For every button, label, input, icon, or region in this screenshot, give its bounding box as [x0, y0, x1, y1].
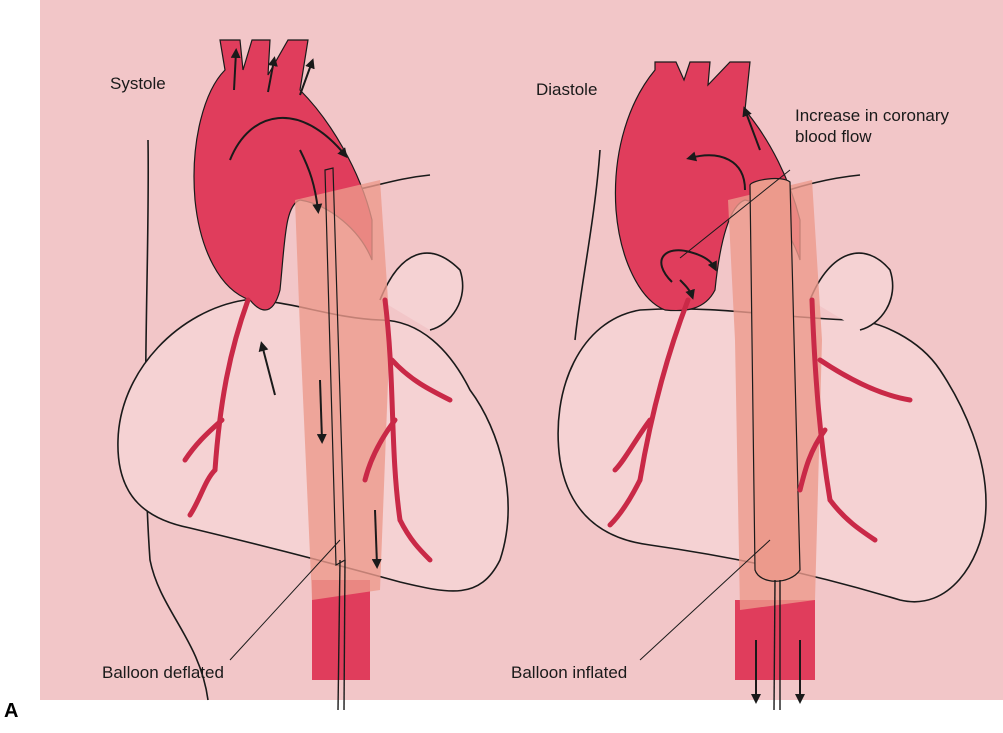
diastole-title: Diastole	[536, 80, 597, 100]
diastole-catheter-line	[774, 580, 775, 710]
panel-letter: A	[4, 700, 18, 723]
balloon-deflated-label: Balloon deflated	[102, 663, 224, 683]
systole-catheter-line-2	[344, 560, 345, 710]
systole-title: Systole	[110, 74, 166, 94]
coronary-flow-label-line2: blood flow	[795, 127, 872, 147]
coronary-flow-label-line1: Increase in coronary	[795, 106, 949, 126]
balloon-inflated-label: Balloon inflated	[511, 663, 627, 683]
